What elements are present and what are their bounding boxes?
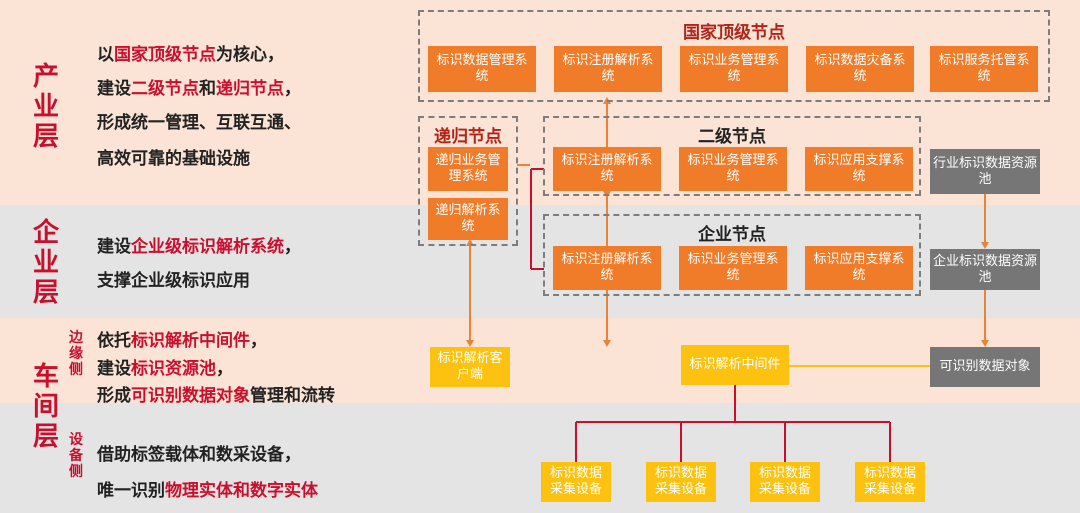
plain-text: 借助标签载体和数采设备，	[97, 445, 301, 465]
national-box-service-hosting: 标识服务托管系统	[930, 46, 1038, 92]
description-line-industry: 以国家顶级节点为核心，	[97, 40, 284, 65]
data-collection-device-1: 标识数据采集设备	[541, 462, 611, 502]
plain-text: ，	[216, 359, 233, 379]
plain-text: 建设	[97, 79, 131, 99]
description-line-edge: 形成可识别数据对象管理和流转	[97, 381, 335, 406]
national-box-data-management: 标识数据管理系统	[428, 46, 536, 92]
plain-text: 依托	[97, 331, 131, 351]
description-line-industry: 建设二级节点和递归节点，	[97, 74, 301, 99]
plain-text: 以	[97, 45, 114, 65]
identifiable-data-objects: 可识别数据对象	[930, 347, 1040, 387]
enterprise-layer-label: 企业层	[32, 218, 59, 308]
plain-text: 形成	[97, 386, 131, 406]
national-top-node-group: 国家顶级节点	[418, 10, 1050, 102]
national-top-node-title: 国家顶级节点	[683, 23, 785, 43]
recursive-node-title: 递归节点	[434, 127, 502, 147]
highlighted-text: 可识别数据对象	[131, 386, 250, 406]
national-box-disaster-backup: 标识数据灾备系统	[806, 46, 914, 92]
description-line-industry: 形成统一管理、互联互通、	[97, 108, 301, 133]
highlighted-text: 标识解析中间件	[131, 331, 250, 351]
secondary-box-registration-resolution: 标识注册解析系统	[553, 147, 661, 191]
plain-text: 建设	[97, 359, 131, 379]
description-line-enterprise: 建设企业级标识解析系统，	[97, 232, 301, 257]
industry-data-resource-pool: 行业标识数据资源池	[930, 149, 1040, 194]
description-line-industry: 高效可靠的基础设施	[97, 144, 250, 169]
plain-text: 和	[199, 79, 216, 99]
plain-text: 建设	[97, 237, 131, 257]
edge-side-label: 边缘侧	[69, 330, 83, 378]
secondary-node-title: 二级节点	[698, 127, 766, 147]
resolution-middleware-box: 标识解析中间件	[681, 345, 789, 385]
plain-text: ，	[284, 237, 301, 257]
description-line-device: 唯一识别物理实体和数字实体	[97, 476, 318, 501]
recursive-box-resolution: 递归解析系统	[428, 198, 508, 240]
highlighted-text: 二级节点	[131, 79, 199, 99]
secondary-node-group: 二级节点	[543, 116, 921, 196]
plain-text: 为核心，	[216, 45, 284, 65]
description-line-edge: 建设标识资源池，	[97, 354, 233, 379]
workshop-layer-label: 车间层	[32, 362, 59, 452]
enterprise-node-group: 企业节点	[543, 214, 921, 296]
description-line-device: 借助标签载体和数采设备，	[97, 440, 301, 465]
data-collection-device-2: 标识数据采集设备	[646, 462, 716, 502]
plain-text: ，	[250, 331, 267, 351]
plain-text: 高效可靠的基础设施	[97, 149, 250, 169]
enterprise-data-resource-pool: 企业标识数据资源池	[930, 249, 1040, 290]
data-collection-device-3: 标识数据采集设备	[750, 462, 820, 502]
description-line-edge: 依托标识解析中间件，	[97, 326, 267, 351]
enterprise-box-registration-resolution: 标识注册解析系统	[553, 246, 661, 290]
enterprise-box-business-management: 标识业务管理系统	[679, 246, 787, 290]
recursive-box-business-management: 递归业务管理系统	[428, 147, 508, 191]
edge-side-band	[0, 318, 1080, 403]
enterprise-node-title: 企业节点	[698, 225, 766, 245]
secondary-box-business-management: 标识业务管理系统	[679, 147, 787, 191]
recursive-node-group: 递归节点	[418, 116, 518, 246]
plain-text: 唯一识别	[97, 481, 165, 501]
industry-layer-label: 产业层	[32, 62, 59, 152]
highlighted-text: 企业级标识解析系统	[131, 237, 284, 257]
highlighted-text: 物理实体和数字实体	[165, 481, 318, 501]
plain-text: 管理和流转	[250, 386, 335, 406]
enterprise-box-application-support: 标识应用支撑系统	[805, 246, 913, 290]
secondary-box-application-support: 标识应用支撑系统	[805, 147, 913, 191]
highlighted-text: 国家顶级节点	[114, 45, 216, 65]
highlighted-text: 标识资源池	[131, 359, 216, 379]
resolution-client-box: 标识解析客户端	[430, 347, 510, 387]
plain-text: 支撑企业级标识应用	[97, 271, 250, 291]
national-box-business-management: 标识业务管理系统	[680, 46, 788, 92]
national-box-registration-resolution: 标识注册解析系统	[554, 46, 662, 92]
plain-text: ，	[284, 79, 301, 99]
description-line-enterprise: 支撑企业级标识应用	[97, 266, 250, 291]
plain-text: 形成统一管理、互联互通、	[97, 113, 301, 133]
highlighted-text: 递归节点	[216, 79, 284, 99]
data-collection-device-4: 标识数据采集设备	[855, 462, 925, 502]
device-side-label: 设备侧	[69, 432, 83, 480]
